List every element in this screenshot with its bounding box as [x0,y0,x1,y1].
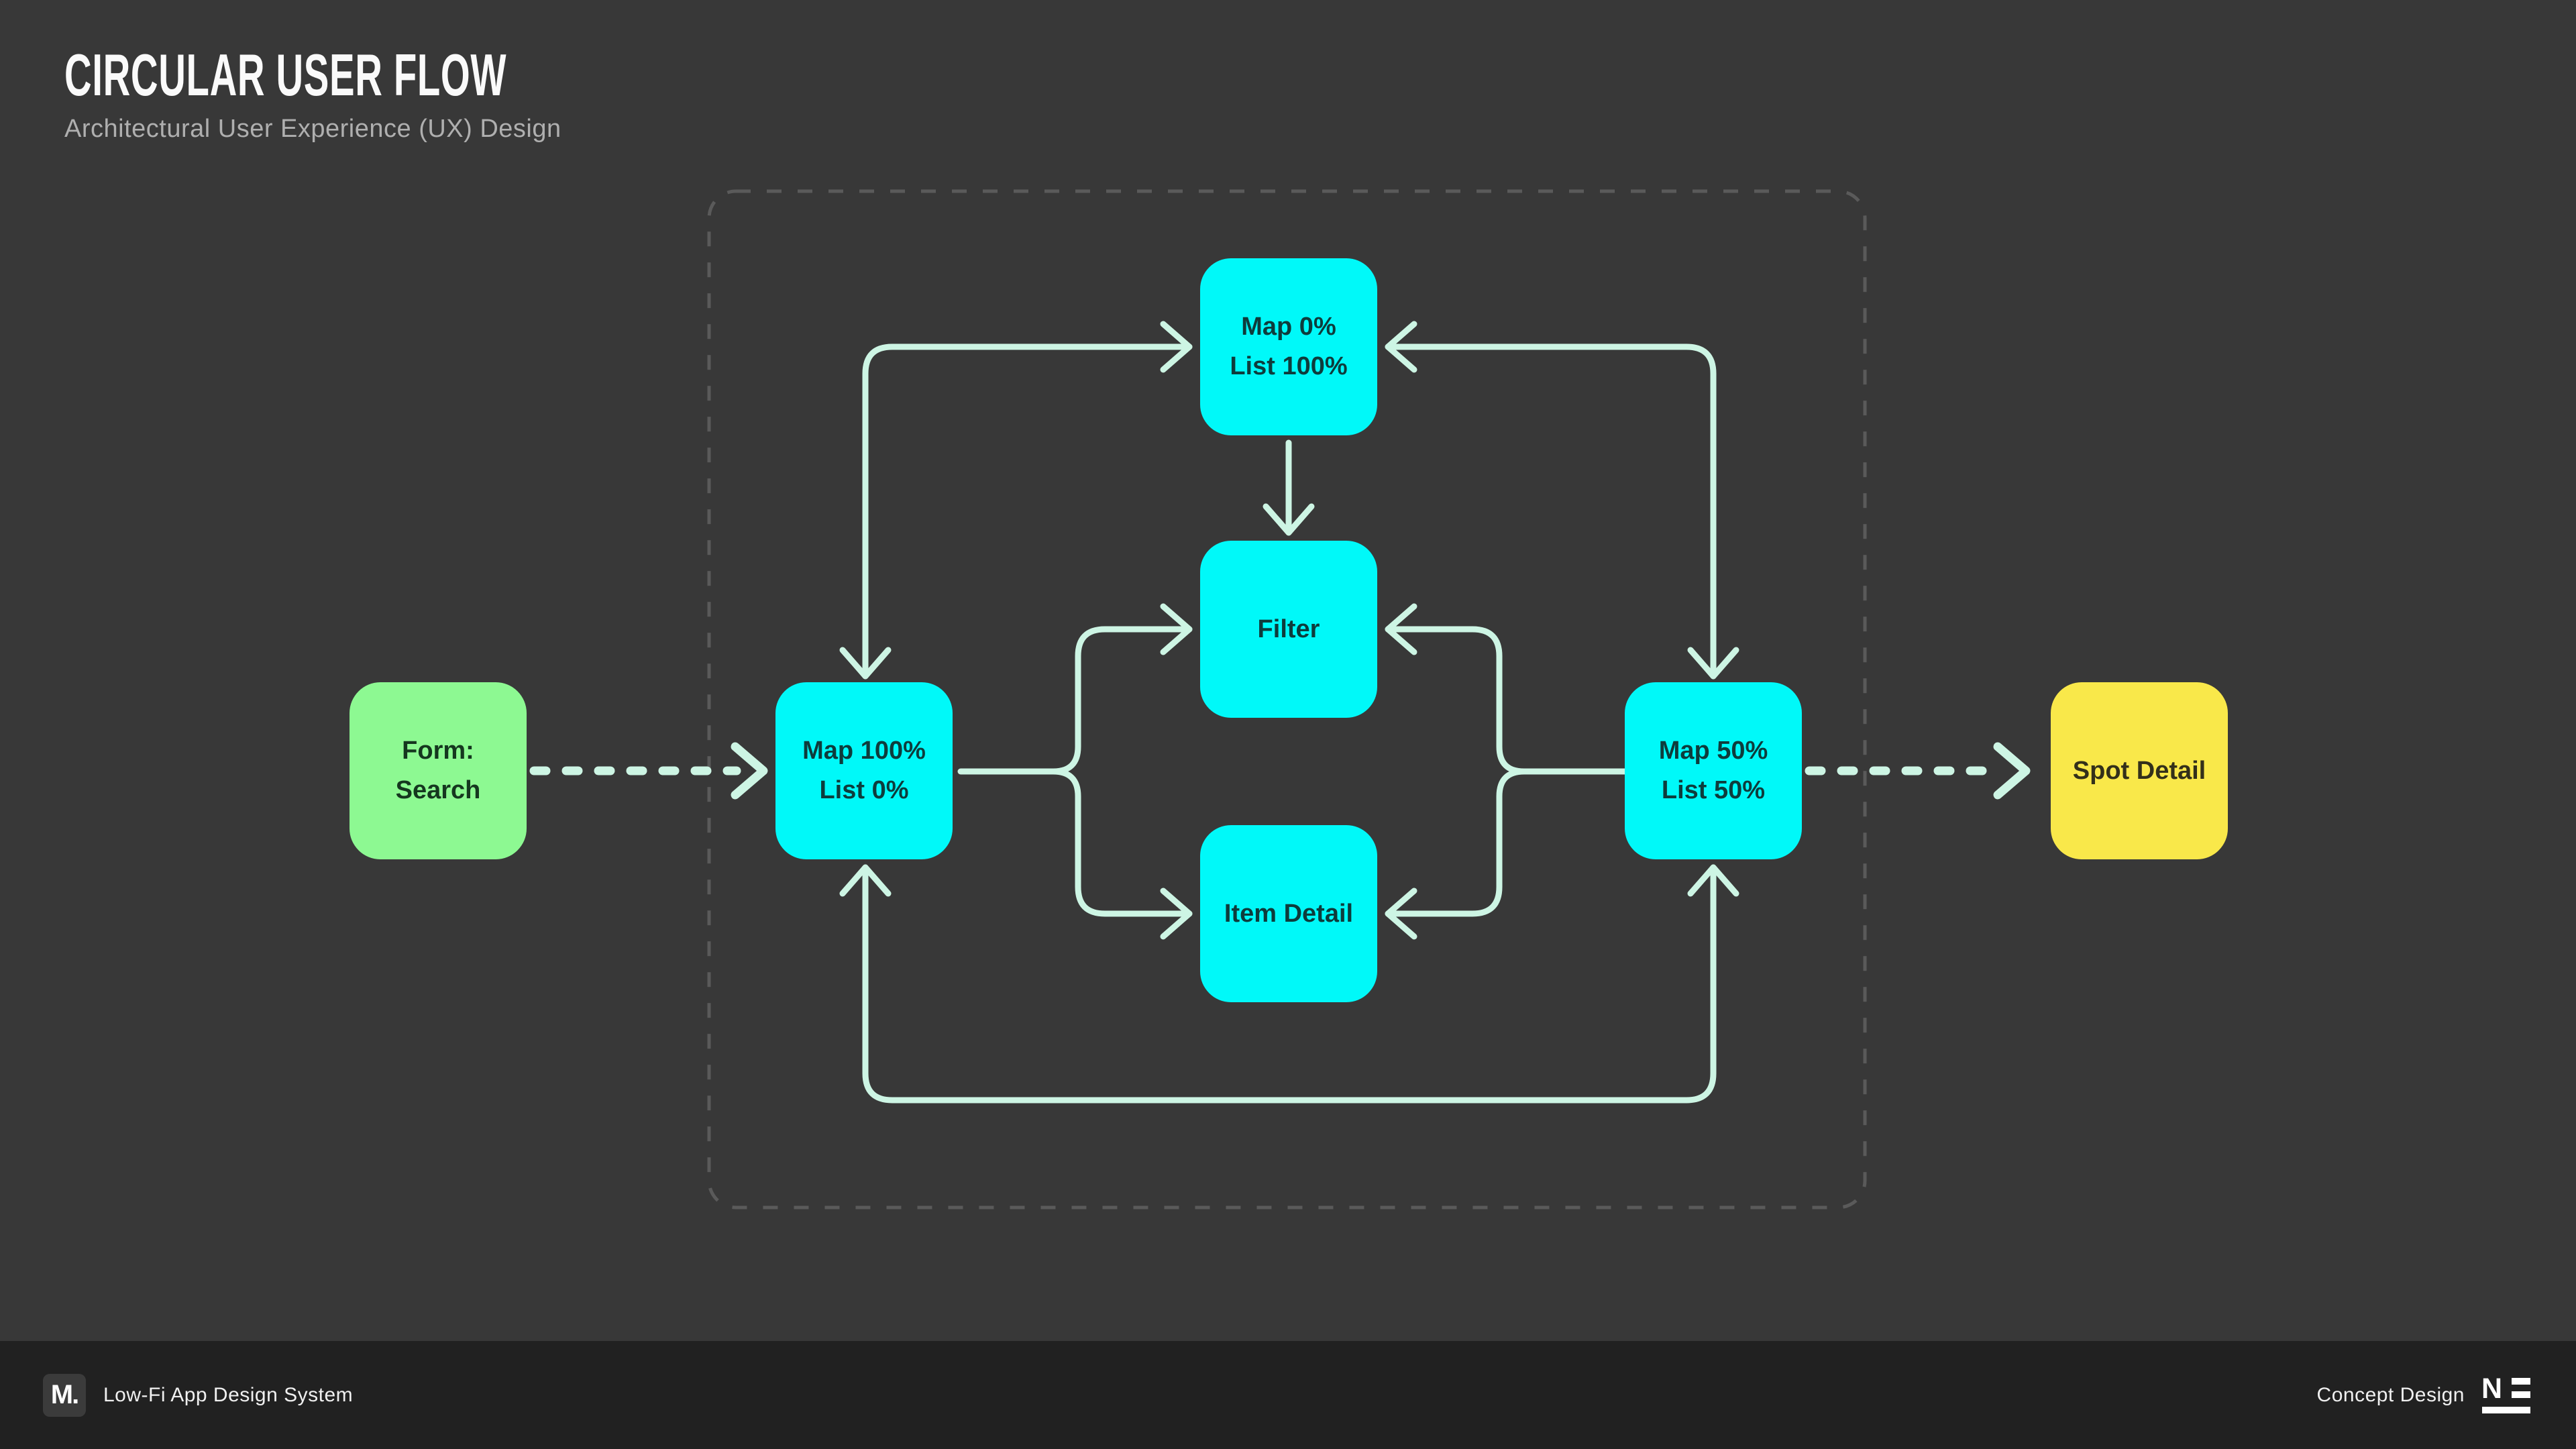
edge-map100-map50-arrowhead-up-right-icon [1687,864,1739,897]
footer-bar: M. Low-Fi App Design System Concept Desi… [0,1341,2576,1449]
node-map100-list0: Map 100% List 0% [775,682,953,859]
edge-map50-spot-arrowhead-icon [1993,742,2031,800]
edge-map100-filter-line [1050,626,1193,775]
node-label: Filter [1257,614,1320,643]
node-item-detail: Item Detail [1200,825,1377,1002]
footer-right: Concept Design N [2317,1377,2530,1413]
edge-map50-item-line [1385,768,1527,917]
node-label: Spot Detail [2072,756,2206,785]
n-logo-bar [2512,1391,2530,1398]
dashed-zone-border [707,189,1867,1210]
edge-map0-filter-arrowhead-icon [1263,503,1315,536]
node-label: List 0% [819,776,909,804]
node-label: Item Detail [1224,899,1354,928]
footer-right-label: Concept Design [2316,1383,2465,1406]
n-logo-icon: N [2482,1377,2530,1413]
edge-map0-map50-arrowhead-left-icon [1385,321,1417,373]
edge-map100-map0-arrowhead-right-icon [1160,321,1193,373]
page-title: CIRCULAR USER FLOW [64,42,507,108]
edge-map100-map0-line [862,343,1193,680]
page-subtitle: Architectural User Experience (UX) Desig… [64,114,561,143]
node-map50-list50: Map 50% List 50% [1625,682,1802,859]
node-spot-detail: Spot Detail [2051,682,2228,859]
edge-map100-map50-arrowhead-up-left-icon [839,864,892,897]
m-logo-icon: M. [43,1373,86,1417]
node-label: Map 100% [802,737,926,765]
edge-map50-item-arrowhead-icon [1385,888,1417,940]
node-label: Form: [402,737,474,765]
n-logo-letter: N [2482,1377,2502,1405]
n-logo-underline [2482,1406,2530,1413]
header: CIRCULAR USER FLOW Architectural User Ex… [64,42,755,144]
edge-map100-item-arrowhead-icon [1160,888,1193,940]
footer-left: M. Low-Fi App Design System [43,1373,354,1417]
edge-form-map100-arrowhead-icon [731,742,768,800]
edge-map0-map50-line [1385,343,1717,680]
footer-left-label: Low-Fi App Design System [103,1383,354,1406]
node-map0-list100: Map 0% List 100% [1200,258,1377,435]
edge-map100-filter-arrowhead-icon [1160,603,1193,655]
edge-map100-item-line [1050,768,1193,917]
node-label: List 100% [1230,352,1348,380]
edge-map100-map0-arrowhead-down-icon [839,647,892,680]
node-label: List 50% [1661,776,1766,804]
node-label: Map 50% [1658,737,1768,765]
n-logo-bar [2512,1377,2530,1385]
node-filter: Filter [1200,541,1377,718]
edge-map50-filter-line [1385,626,1527,775]
node-label: Search [395,776,481,804]
node-label: Map 0% [1241,313,1336,341]
edge-map100-map50-loop-line [862,864,1717,1104]
edge-map50-filter-arrowhead-icon [1385,603,1417,655]
edge-map0-map50-arrowhead-down-icon [1687,647,1739,680]
node-form-search: Form: Search [350,682,527,859]
